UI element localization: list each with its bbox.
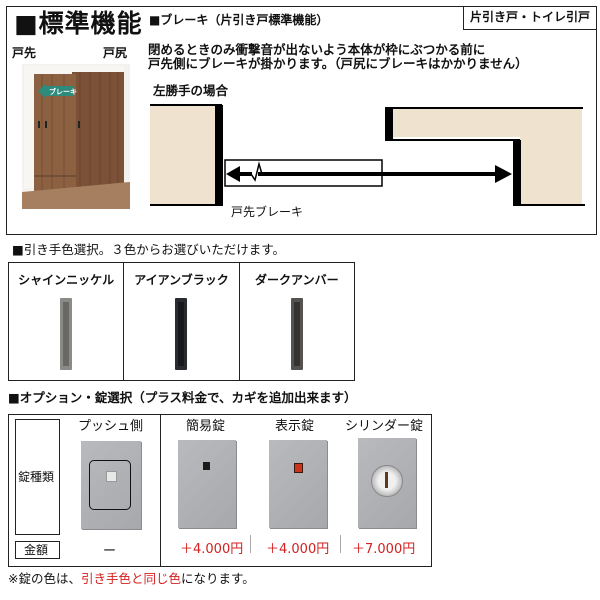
- lock-option-price: ＋4.000円: [266, 542, 330, 557]
- cylinder-lock-plate[interactable]: [358, 438, 416, 528]
- label-door-rear: 戸尻: [103, 46, 128, 60]
- handle-color-option[interactable]: シャインニッケル: [9, 263, 125, 380]
- footnote-highlight: 引き手色と同じ色: [80, 571, 181, 586]
- handle-swatch-iron-black: [175, 298, 188, 370]
- indicator-lock-plate[interactable]: [269, 440, 327, 528]
- lock-option-name: 表示錠: [275, 419, 315, 434]
- simple-lock-plate[interactable]: [178, 440, 236, 528]
- lock-option-price: ＋7.000円: [352, 542, 416, 557]
- lock-option-name: 簡易錠: [186, 419, 226, 434]
- section-title-lock-options: ■オプション・錠選択（プラス料金で、カギを追加出来ます）: [8, 390, 357, 405]
- handle-color-name: シャインニッケル: [18, 273, 115, 287]
- lock-color-footnote: ※錠の色は、引き手色と同じ色になります。: [8, 571, 255, 586]
- brake-heading: ■ブレーキ（片引き戸標準機能）: [149, 13, 329, 27]
- left-hand-case-label: 左勝手の場合: [153, 83, 229, 98]
- label-door-front: 戸先: [12, 46, 37, 60]
- handle-color-option[interactable]: アイアンブラック: [124, 263, 240, 380]
- door-type-tag: [463, 6, 597, 30]
- door-type-tag-label: 片引き戸・トイレ引戸: [470, 10, 591, 24]
- key-cylinder-icon: [371, 465, 403, 497]
- divider: [160, 414, 161, 567]
- lock-option-name: プッシュ側: [78, 419, 144, 434]
- handle-color-option[interactable]: ダークアンバー: [240, 263, 354, 380]
- row-label-price: 金額: [24, 543, 49, 557]
- brake-description-line2: 戸先側にブレーキが掛かります。（戸尻にブレーキはかかりません）: [148, 56, 528, 71]
- handle-color-grid: シャインニッケル アイアンブラック ダークアンバー: [8, 262, 355, 381]
- push-side-plate[interactable]: [81, 441, 141, 529]
- row-label-price-box: [15, 541, 60, 559]
- row-label-lock-type-box: [15, 419, 60, 535]
- indicator-lock-window: [294, 463, 303, 473]
- price-separator: [340, 535, 341, 553]
- lock-option-price: ＋4.000円: [180, 542, 244, 557]
- price-separator: [250, 535, 251, 553]
- section-title-standard-features: ■標準機能: [14, 9, 143, 38]
- brake-description-line1: 閉めるときのみ衝撃音が出ないよう本体が枠にぶつかる前に: [148, 42, 486, 57]
- simple-lock-knob: [203, 462, 210, 470]
- push-button-slot: [106, 471, 117, 482]
- handle-swatch-shine-nickel: [60, 298, 73, 370]
- footnote-suffix: になります。: [181, 571, 255, 586]
- lock-option-price: ー: [103, 544, 117, 559]
- sliding-door-photo: ブレーキ: [22, 64, 130, 209]
- brake-badge-label: ブレーキ: [49, 87, 77, 96]
- lock-option-name: シリンダー錠: [345, 419, 424, 434]
- handle-swatch-dark-amber: [290, 298, 303, 370]
- push-button-outline: [89, 460, 131, 510]
- row-label-lock-type: 錠種類: [18, 470, 55, 484]
- standard-features-panel: [6, 6, 597, 235]
- brake-diagram: [140, 95, 600, 210]
- handle-color-name: アイアンブラック: [134, 273, 229, 287]
- footnote-prefix: ※錠の色は、: [8, 571, 81, 586]
- lock-options-table: [8, 414, 432, 567]
- door-front-brake-caption: 戸先ブレーキ: [231, 205, 304, 219]
- section-title-handle-colors: ■引き手色選択。３色からお選びいただけます。: [12, 242, 286, 257]
- handle-color-name: ダークアンバー: [255, 273, 339, 287]
